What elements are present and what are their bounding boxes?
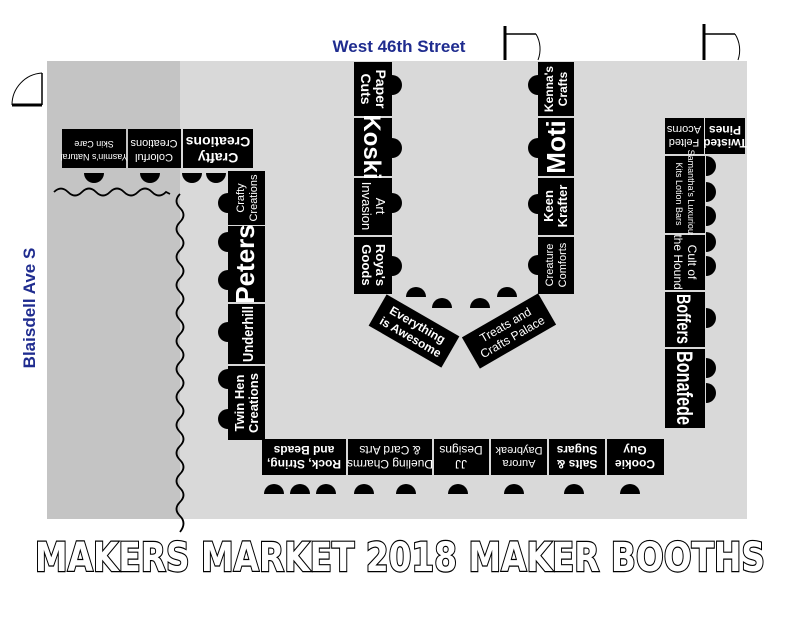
booth-twisted-pines-label: Twisted <box>703 136 747 150</box>
booth-keen-krafter-label-2: Krafter <box>555 185 570 228</box>
booth-felted-acorns: Felted Acorns <box>665 118 704 154</box>
booth-royas-goods: Roya's Goods <box>354 237 392 294</box>
booth-rock-string: Rock, String, and Beads <box>262 439 346 475</box>
booth-koski-label: Koski <box>358 114 385 179</box>
booth-koski: Koski <box>354 114 392 180</box>
map-title: MAKERS MARKET 2018 MAKER BOOTHS <box>35 535 765 581</box>
booth-cult-hound-label: Cult of <box>685 245 699 280</box>
booth-jj-designs: JJ Designs <box>434 439 489 475</box>
booth-paper-cuts: Paper Cuts <box>354 62 392 116</box>
booth-kennas-crafts-label: Kenna's <box>542 66 556 113</box>
booth-twin-hen: Twin Hen Creations <box>228 366 265 440</box>
booth-rock-string-label-2: and Beads <box>273 443 334 457</box>
booth-boffers: Boffers <box>665 292 705 347</box>
booth-creature-comforts-label: Creature <box>544 244 556 287</box>
booth-colorful-label-2: Creations <box>130 137 178 149</box>
booth-salts-sugars: Salts & Sugars <box>549 439 605 475</box>
booth-kennas-crafts: Kenna's Crafts <box>538 62 574 116</box>
booth-keen-krafter: Keen Krafter <box>538 178 574 235</box>
booth-samanthas-kits-label-2: Kits Lotion Bars <box>674 162 684 226</box>
booth-royas-goods-label: Roya's <box>373 244 388 286</box>
booth-twisted-pines: Twisted Pines <box>703 118 747 154</box>
booth-dueling-charms: Dueling Charms & Card Arts <box>347 439 433 475</box>
booth-bonafede-label: Bonafede <box>672 351 697 425</box>
booth-cookie-guy: Cookie Guy <box>607 439 664 475</box>
booth-yasmins-label: Yasmin's Natural <box>60 152 127 162</box>
booth-peters: Peters <box>228 224 265 304</box>
booth-twisted-pines-label-2: Pines <box>709 123 741 137</box>
booth-cult-hound-label-2: the Hound <box>671 234 685 289</box>
booth-paper-cuts-label-2: Cuts <box>358 73 374 104</box>
booth-creature-comforts-label-2: Comforts <box>557 242 569 287</box>
booth-salts-sugars-label: Salts & <box>556 457 597 471</box>
street-west: Blaisdell Ave S <box>20 248 39 369</box>
booth-crafty-top-label: Crafty <box>198 150 239 166</box>
booth-rock-string-label: Rock, String, <box>267 457 341 471</box>
booth-keen-krafter-label: Keen <box>541 190 556 222</box>
booth-crafty-left-label: Crafty <box>235 183 247 213</box>
wavy-boundary <box>53 187 185 533</box>
booth-art-invasion-label: Art <box>373 198 388 215</box>
booth-cookie-guy-label-2: Guy <box>623 443 647 457</box>
booth-boffers-label: Boffers <box>672 294 693 344</box>
booth-crafty-top-label-2: Creations <box>186 134 251 150</box>
booth-yasmins-label-2: Skin Care <box>74 139 114 149</box>
booth-colorful: Colorful Creations <box>128 129 181 168</box>
booth-cult-hound: Cult of the Hound <box>665 234 705 290</box>
booth-cookie-guy-label: Cookie <box>615 457 655 471</box>
booth-salts-sugars-label-2: Sugars <box>556 443 597 457</box>
booth-aurora-daybreak-label-2: Daybreak <box>495 444 543 456</box>
booth-samanthas-kits-label: Samantha's Luxurious <box>686 150 696 239</box>
booth-aurora-daybreak: Aurora Daybreak <box>491 439 547 475</box>
booth-underhill-label: Underhill <box>240 306 257 362</box>
door-west <box>11 72 43 107</box>
booth-twin-hen-label-2: Creations <box>246 373 261 433</box>
booth-crafty-left-label-2: Creations <box>248 174 260 222</box>
booth-moti: Moti <box>538 118 574 176</box>
booth-kennas-crafts-label-2: Crafts <box>556 71 570 106</box>
booth-yasmins: Yasmin's Natural Skin Care <box>60 129 128 168</box>
door-north-1 <box>503 26 541 61</box>
booth-jj-designs-label: JJ <box>455 457 467 471</box>
street-north: West 46th Street <box>333 37 466 56</box>
booth-art-invasion-label-2: Invasion <box>359 182 374 230</box>
booth-creature-comforts: Creature Comforts <box>538 237 574 294</box>
booth-royas-goods-label-2: Goods <box>359 244 374 285</box>
booth-samanthas-kits: Samantha's Luxurious Kits Lotion Bars <box>665 150 705 239</box>
booth-crafty-left: Crafty Creations <box>228 171 265 225</box>
booth-moti-label: Moti <box>541 120 571 173</box>
chairs <box>84 75 716 494</box>
booth-underhill: Underhill <box>228 304 265 364</box>
booth-dueling-charms-label: Dueling Charms <box>347 457 433 471</box>
door-north-2 <box>702 24 741 61</box>
booth-paper-cuts-label: Paper <box>373 70 389 109</box>
booth-twin-hen-label: Twin Hen <box>232 375 247 432</box>
booth-colorful-label: Colorful <box>135 151 173 163</box>
booth-jj-designs-label-2: Designs <box>439 443 482 457</box>
booth-dueling-charms-label-2: & Card Arts <box>359 443 420 457</box>
booth-bonafede: Bonafede <box>665 349 705 428</box>
booth-felted-acorns-label: Felted <box>669 136 700 148</box>
booth-peters-label: Peters <box>230 224 260 304</box>
booth-crafty-top: Crafty Creations <box>183 129 253 168</box>
booth-aurora-daybreak-label: Aurora <box>502 457 536 469</box>
booth-felted-acorns-label-2: Acorns <box>666 123 701 135</box>
booth-art-invasion: Art Invasion <box>354 178 392 235</box>
